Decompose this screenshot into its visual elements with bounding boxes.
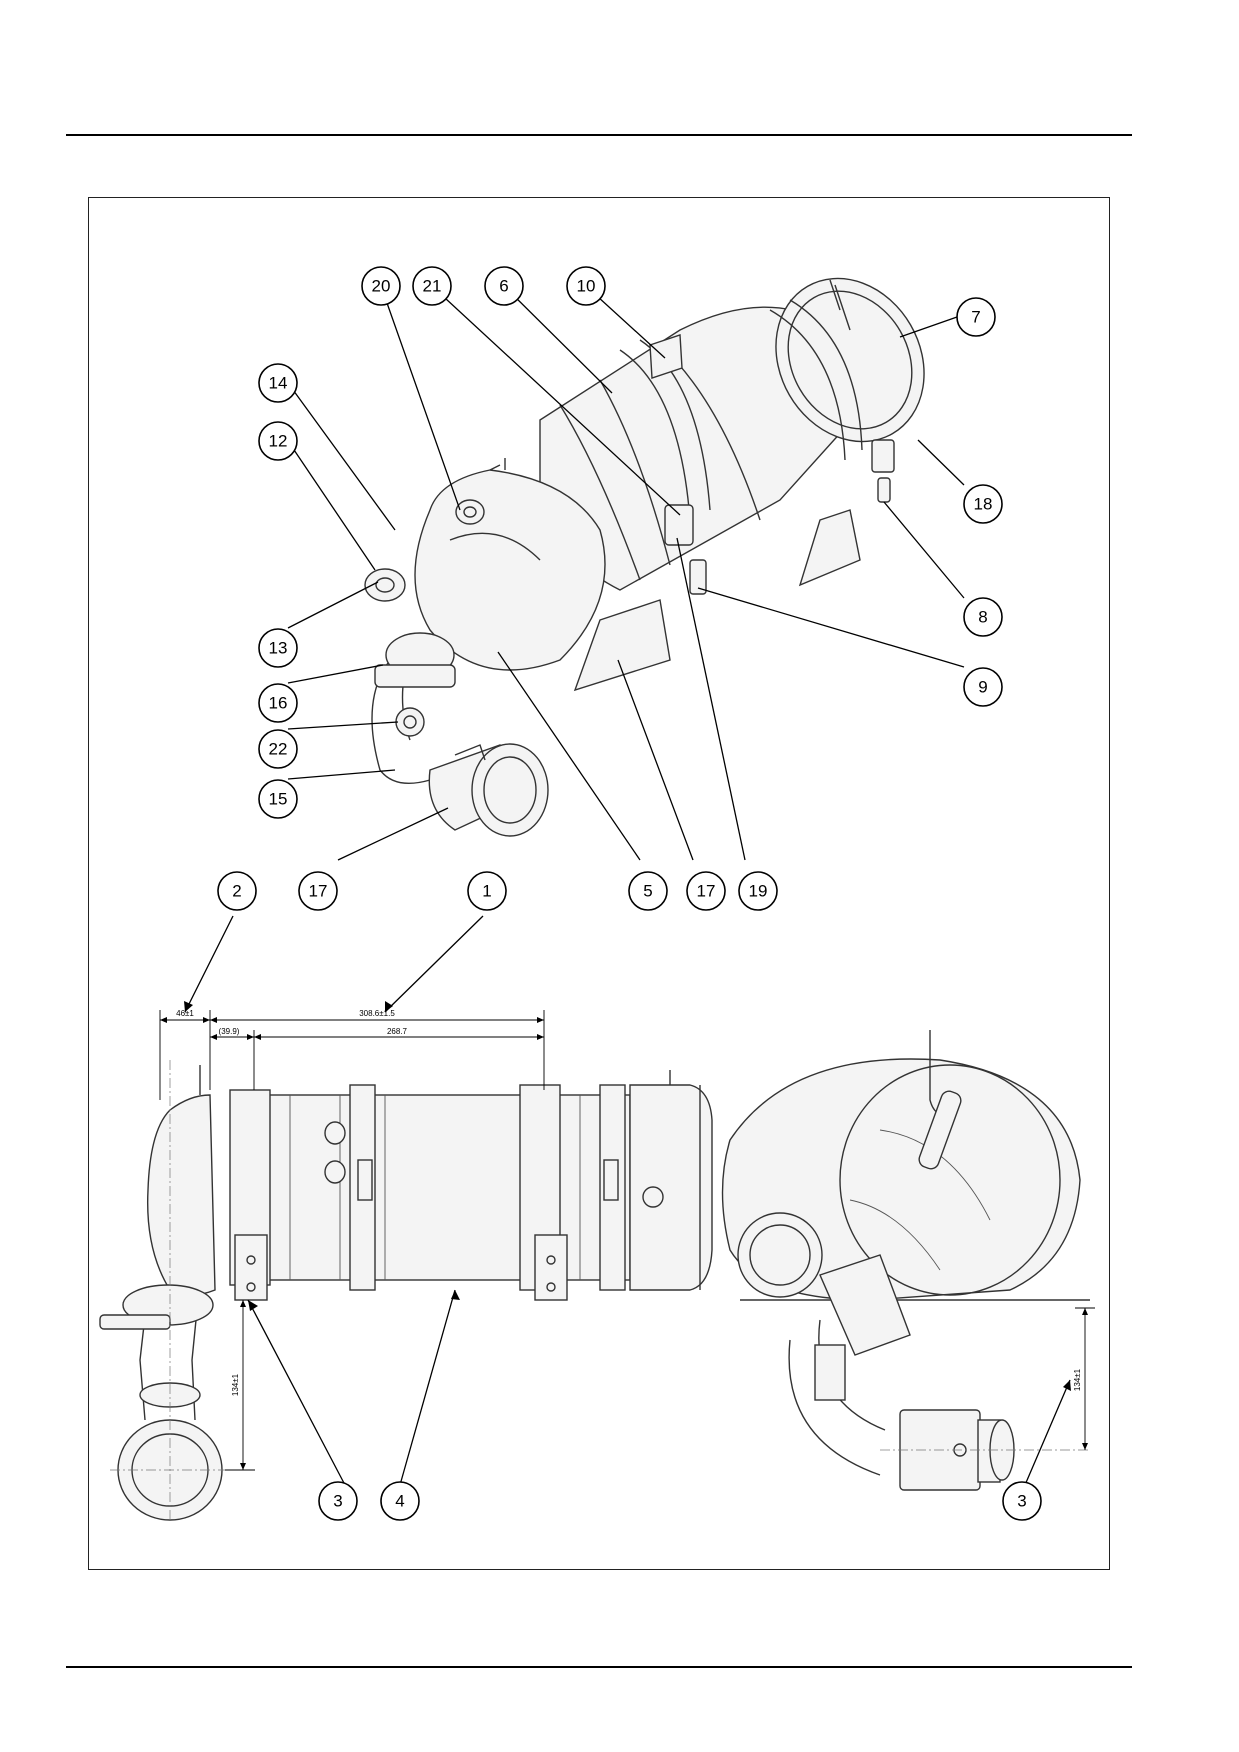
leader-lines-iso: [287, 285, 965, 861]
svg-text:20: 20: [372, 277, 391, 296]
dim-46: 46±1: [176, 1009, 194, 1018]
dim-308-6: 308.6±1.5: [359, 1009, 395, 1018]
svg-text:16: 16: [269, 694, 288, 713]
end-view: [721, 1030, 1090, 1491]
callout-6: 6: [484, 266, 524, 306]
callout-16: 16: [258, 683, 298, 723]
leader-lines-lower: [184, 915, 1071, 1486]
callout-14: 14: [258, 363, 298, 403]
side-view: [99, 1060, 713, 1521]
svg-text:6: 6: [499, 277, 508, 296]
svg-text:13: 13: [269, 639, 288, 658]
callout-18: 18: [963, 484, 1003, 524]
callout-20: 20: [361, 266, 401, 306]
footer-rule: [66, 1666, 1132, 1668]
figure-frame: [88, 197, 1110, 1570]
callout-10: 10: [566, 266, 606, 306]
svg-text:2: 2: [232, 882, 241, 901]
header-rule: [66, 134, 1132, 136]
svg-text:3: 3: [1017, 1492, 1026, 1511]
callout-17-upper: 17: [298, 871, 338, 911]
svg-text:21: 21: [423, 277, 442, 296]
callout-8: 8: [963, 597, 1003, 637]
svg-text:19: 19: [749, 882, 768, 901]
callout-9: 9: [963, 667, 1003, 707]
dimension-lines: 46±1 308.6±1.5 (39.9) 268.7 134±1 134±1: [159, 1009, 1095, 1471]
dim-134-right: 134±1: [1073, 1368, 1082, 1391]
svg-text:5: 5: [643, 882, 652, 901]
callout-4: 4: [380, 1481, 420, 1521]
svg-text:8: 8: [978, 608, 987, 627]
svg-text:7: 7: [971, 308, 980, 327]
svg-text:9: 9: [978, 678, 987, 697]
svg-text:15: 15: [269, 790, 288, 809]
callout-3-right: 3: [1002, 1481, 1042, 1521]
svg-text:1: 1: [482, 882, 491, 901]
callout-19: 19: [738, 871, 778, 911]
iso-view: [364, 277, 925, 837]
dim-134-left: 134±1: [231, 1373, 240, 1396]
dim-39-9: (39.9): [219, 1027, 240, 1036]
svg-text:14: 14: [269, 374, 288, 393]
dim-268-7: 268.7: [387, 1027, 408, 1036]
callout-5: 5: [628, 871, 668, 911]
svg-text:17: 17: [697, 882, 716, 901]
svg-text:17: 17: [309, 882, 328, 901]
callout-21: 21: [412, 266, 452, 306]
callout-17-mid: 17: [686, 871, 726, 911]
svg-text:22: 22: [269, 740, 288, 759]
svg-text:12: 12: [269, 432, 288, 451]
svg-text:10: 10: [577, 277, 596, 296]
callout-3-left: 3: [318, 1481, 358, 1521]
callout-13: 13: [258, 628, 298, 668]
svg-text:4: 4: [395, 1492, 404, 1511]
callout-12: 12: [258, 421, 298, 461]
callout-2: 2: [217, 871, 257, 911]
svg-text:18: 18: [974, 495, 993, 514]
svg-text:3: 3: [333, 1492, 342, 1511]
callout-15: 15: [258, 779, 298, 819]
callout-1: 1: [467, 871, 507, 911]
callout-7: 7: [956, 297, 996, 337]
callout-22: 22: [258, 729, 298, 769]
